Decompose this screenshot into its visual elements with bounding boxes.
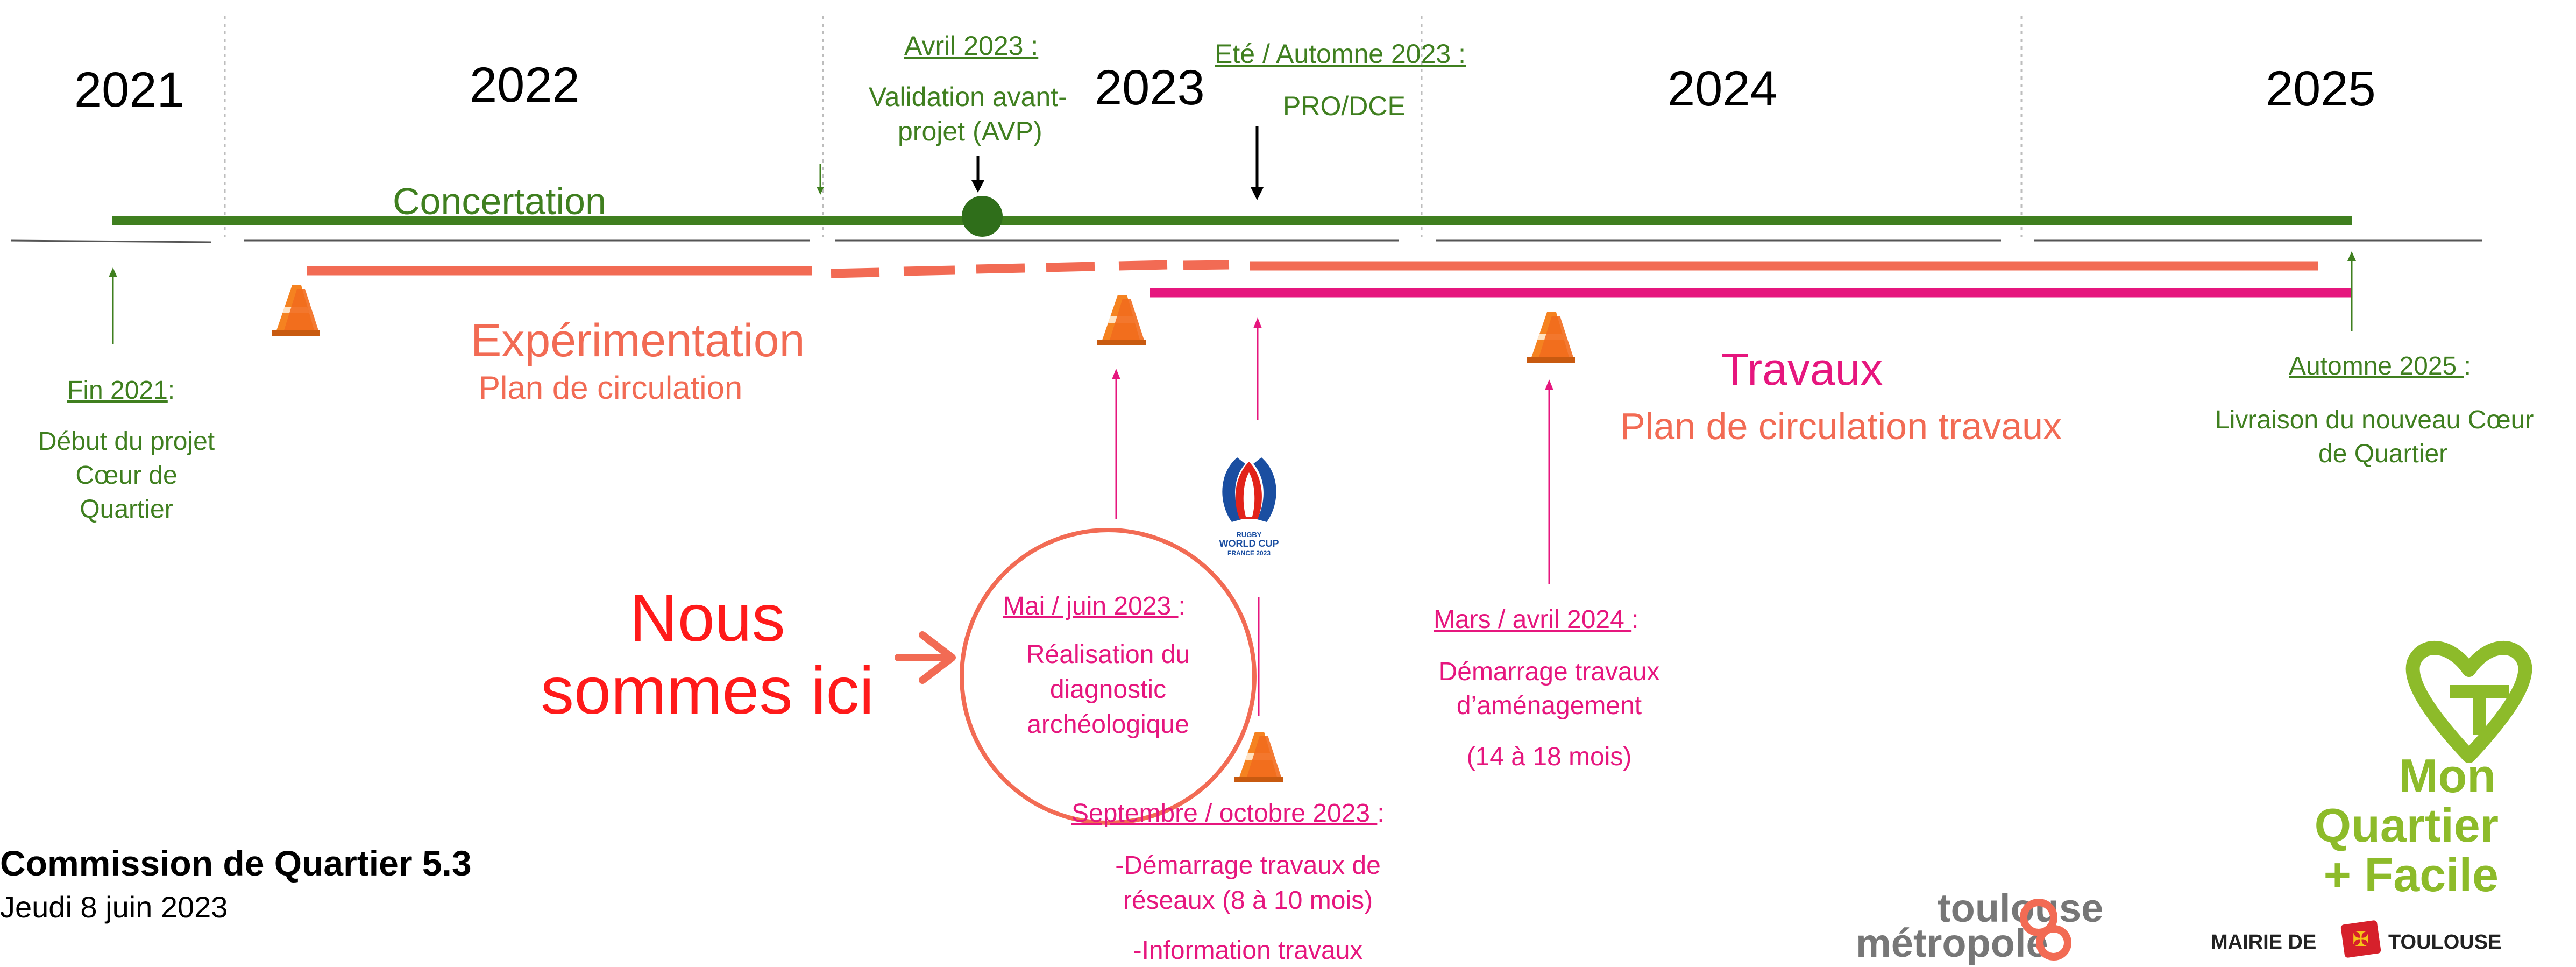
year-label: 2023 — [1095, 60, 1205, 115]
rugby-logo-line2: WORLD CUP — [1219, 538, 1279, 549]
automne-2025-line2: de Quartier — [2318, 440, 2448, 468]
pink-arrows — [1112, 317, 1553, 716]
mon-quartier-line2: Quartier — [2315, 799, 2499, 852]
nous-sommes-ici-line2: sommes ici — [540, 654, 875, 728]
mon-quartier-facile-logo: Mon Quartier + Facile — [2315, 641, 2532, 901]
septembre-octobre-2023-date-text: Septembre / octobre 2023 — [1071, 799, 1378, 828]
septembre-octobre-2023-line2: réseaux (8 à 10 mois) — [1123, 886, 1373, 915]
septembre-octobre-2023-line3: -Information travaux — [1133, 936, 1363, 965]
pro-dce-text: PRO/DCE — [1283, 91, 1406, 121]
septembre-octobre-2023-date: Septembre / octobre 2023 : — [1071, 798, 1385, 829]
mars-avril-2024-line3: (14 à 18 mois) — [1466, 743, 1632, 771]
fin-2021-line2: Cœur de — [75, 461, 178, 490]
rugby-logo-line3: FRANCE 2023 — [1227, 549, 1271, 557]
here-arrow — [895, 631, 956, 684]
toulouse-metropole-logo: toulouse métropole — [1856, 886, 2103, 965]
mai-juin-2023-line2: diagnostic — [1049, 675, 1167, 704]
traffic-cone-icon — [272, 285, 320, 336]
green-arrows — [109, 164, 2356, 344]
year-separators — [224, 16, 2023, 237]
fin-2021-colon: : — [167, 376, 175, 405]
rugby-logo-line1: RUGBY — [1237, 531, 1262, 539]
fin-2021-date-text: Fin 2021 — [67, 376, 168, 405]
traffic-cone-icon — [1527, 312, 1575, 363]
experimentation-sublabel: Plan de circulation — [479, 370, 743, 406]
septembre-octobre-2023-line1: -Démarrage travaux de — [1115, 851, 1381, 880]
fin-2021-line1: Début du projet — [38, 427, 215, 456]
black-arrows — [971, 126, 1264, 200]
mai-juin-2023-date-text: Mai / juin 2023 — [1003, 592, 1179, 620]
mai-juin-2023-date: Mai / juin 2023 : — [1003, 591, 1186, 622]
mon-quartier-line3: + Facile — [2324, 848, 2499, 901]
automne-2025-line1: Livraison du nouveau Cœur — [2215, 406, 2534, 434]
automne-2025-colon: : — [2464, 352, 2471, 380]
year-label: 2024 — [1667, 61, 1778, 116]
automne-2025-date: Automne 2025 : — [2289, 351, 2471, 382]
year-label: 2021 — [74, 62, 184, 117]
footer-date: Jeudi 8 juin 2023 — [0, 890, 228, 924]
experimentation-label: Expérimentation — [471, 315, 805, 366]
nous-sommes-ici-line1: Nous — [629, 581, 785, 655]
year-label: 2022 — [470, 58, 580, 112]
avp-line1: Validation avant- — [869, 82, 1067, 112]
mars-avril-2024-colon: : — [1631, 605, 1639, 634]
mars-avril-2024-line2: d’aménagement — [1456, 691, 1642, 720]
toulouse-metropole-line2: métropole — [1856, 921, 2048, 965]
toulouse-metropole-line1: toulouse — [1938, 886, 2103, 930]
year-label: 2025 — [2266, 61, 2376, 116]
automne-2025-date-text: Automne 2025 — [2289, 352, 2464, 380]
footer-title: Commission de Quartier 5.3 — [0, 843, 472, 883]
mai-juin-2023-colon: : — [1178, 592, 1186, 620]
mai-juin-2023-line3: archéologique — [1027, 710, 1189, 739]
mars-avril-2024-line1: Démarrage travaux — [1438, 658, 1660, 686]
current-step-circle — [960, 528, 1257, 825]
experimentation-line — [307, 260, 2318, 278]
mai-juin-2023-line1: Réalisation du — [1026, 640, 1190, 669]
traffic-cone-icon — [1097, 295, 1146, 345]
septembre-octobre-2023-colon: : — [1377, 799, 1385, 828]
mars-avril-2024-date: Mars / avril 2024 : — [1434, 604, 1638, 636]
travaux-sublabel: Plan de circulation travaux — [1620, 405, 2062, 447]
mairie-de-toulouse-logo: MAIRIE DE ✠ TOULOUSE — [2211, 920, 2501, 958]
fin-2021-date: Fin 2021: — [67, 375, 175, 406]
avp-date: Avril 2023 : — [904, 31, 1039, 61]
mairie-right: TOULOUSE — [2388, 931, 2501, 954]
mars-avril-2024-date-text: Mars / avril 2024 — [1434, 605, 1632, 634]
svg-text:✠: ✠ — [2352, 928, 2369, 951]
year-baselines — [10, 239, 2482, 243]
avp-line2: projet (AVP) — [898, 116, 1042, 146]
pro-dce-date: Eté / Automne 2023 : — [1215, 39, 1466, 69]
concertation-label: Concertation — [393, 180, 606, 222]
avp-milestone-dot — [962, 196, 1003, 237]
mon-quartier-line1: Mon — [2398, 749, 2496, 802]
fin-2021-line3: Quartier — [80, 495, 173, 524]
rugby-world-cup-logo: RUGBY WORLD CUP FRANCE 2023 — [1219, 457, 1279, 557]
mairie-left: MAIRIE DE — [2211, 931, 2316, 954]
travaux-label: Travaux — [1721, 344, 1883, 394]
traffic-cone-icon — [1234, 732, 1283, 782]
